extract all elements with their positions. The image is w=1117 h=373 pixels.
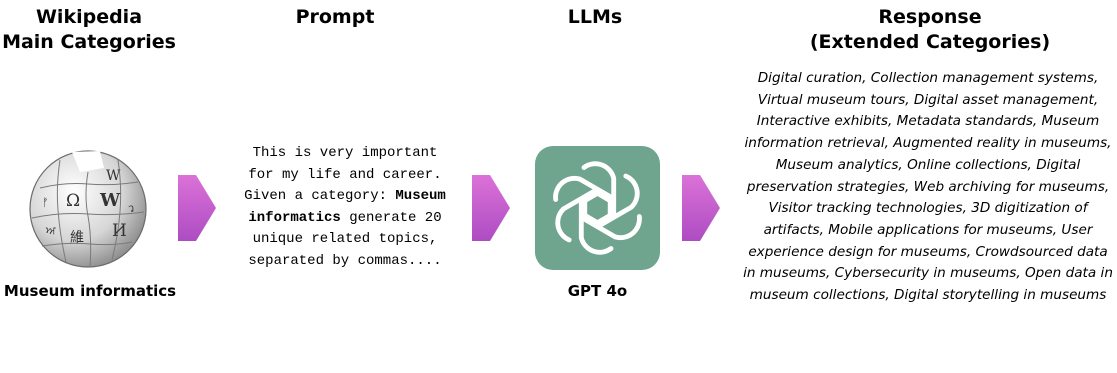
prompt-text-after: generate 20 unique related topics, separ… xyxy=(248,209,442,269)
svg-text:ᚠ: ᚠ xyxy=(42,196,49,209)
llm-model-label: GPT 4o xyxy=(567,282,628,300)
response-text: Digital curation, Collection management … xyxy=(743,70,1113,304)
openai-logo-icon xyxy=(535,146,660,270)
svg-text:ਅ: ਅ xyxy=(45,224,56,237)
svg-text:Ω: Ω xyxy=(66,191,80,211)
svg-text:W: W xyxy=(106,168,121,184)
wikipedia-globe-icon: W Ω W ᚠ И 維 ਅ ว xyxy=(29,150,147,268)
flow-arrow-2 xyxy=(472,175,510,241)
wikipedia-category-label: Museum informatics xyxy=(3,282,177,300)
flow-arrow-1 xyxy=(178,175,216,241)
prompt-column-title: Prompt xyxy=(295,6,375,28)
response-column-title: Response (Extended Categories) xyxy=(809,6,1051,53)
llms-column-title: LLMs xyxy=(567,6,623,28)
svg-text:維: 維 xyxy=(70,230,84,246)
flow-arrow-3 xyxy=(682,175,720,241)
svg-text:W: W xyxy=(99,190,121,211)
prompt-category: Museum informatics xyxy=(248,188,446,226)
wikipedia-column-title: Wikipedia Main Categories xyxy=(2,6,176,53)
svg-text:ว: ว xyxy=(128,202,134,215)
prompt-text-before: This is very important for my life and c… xyxy=(244,145,442,204)
prompt-text: This is very important for my life and c… xyxy=(240,143,450,272)
svg-text:И: И xyxy=(112,221,127,241)
